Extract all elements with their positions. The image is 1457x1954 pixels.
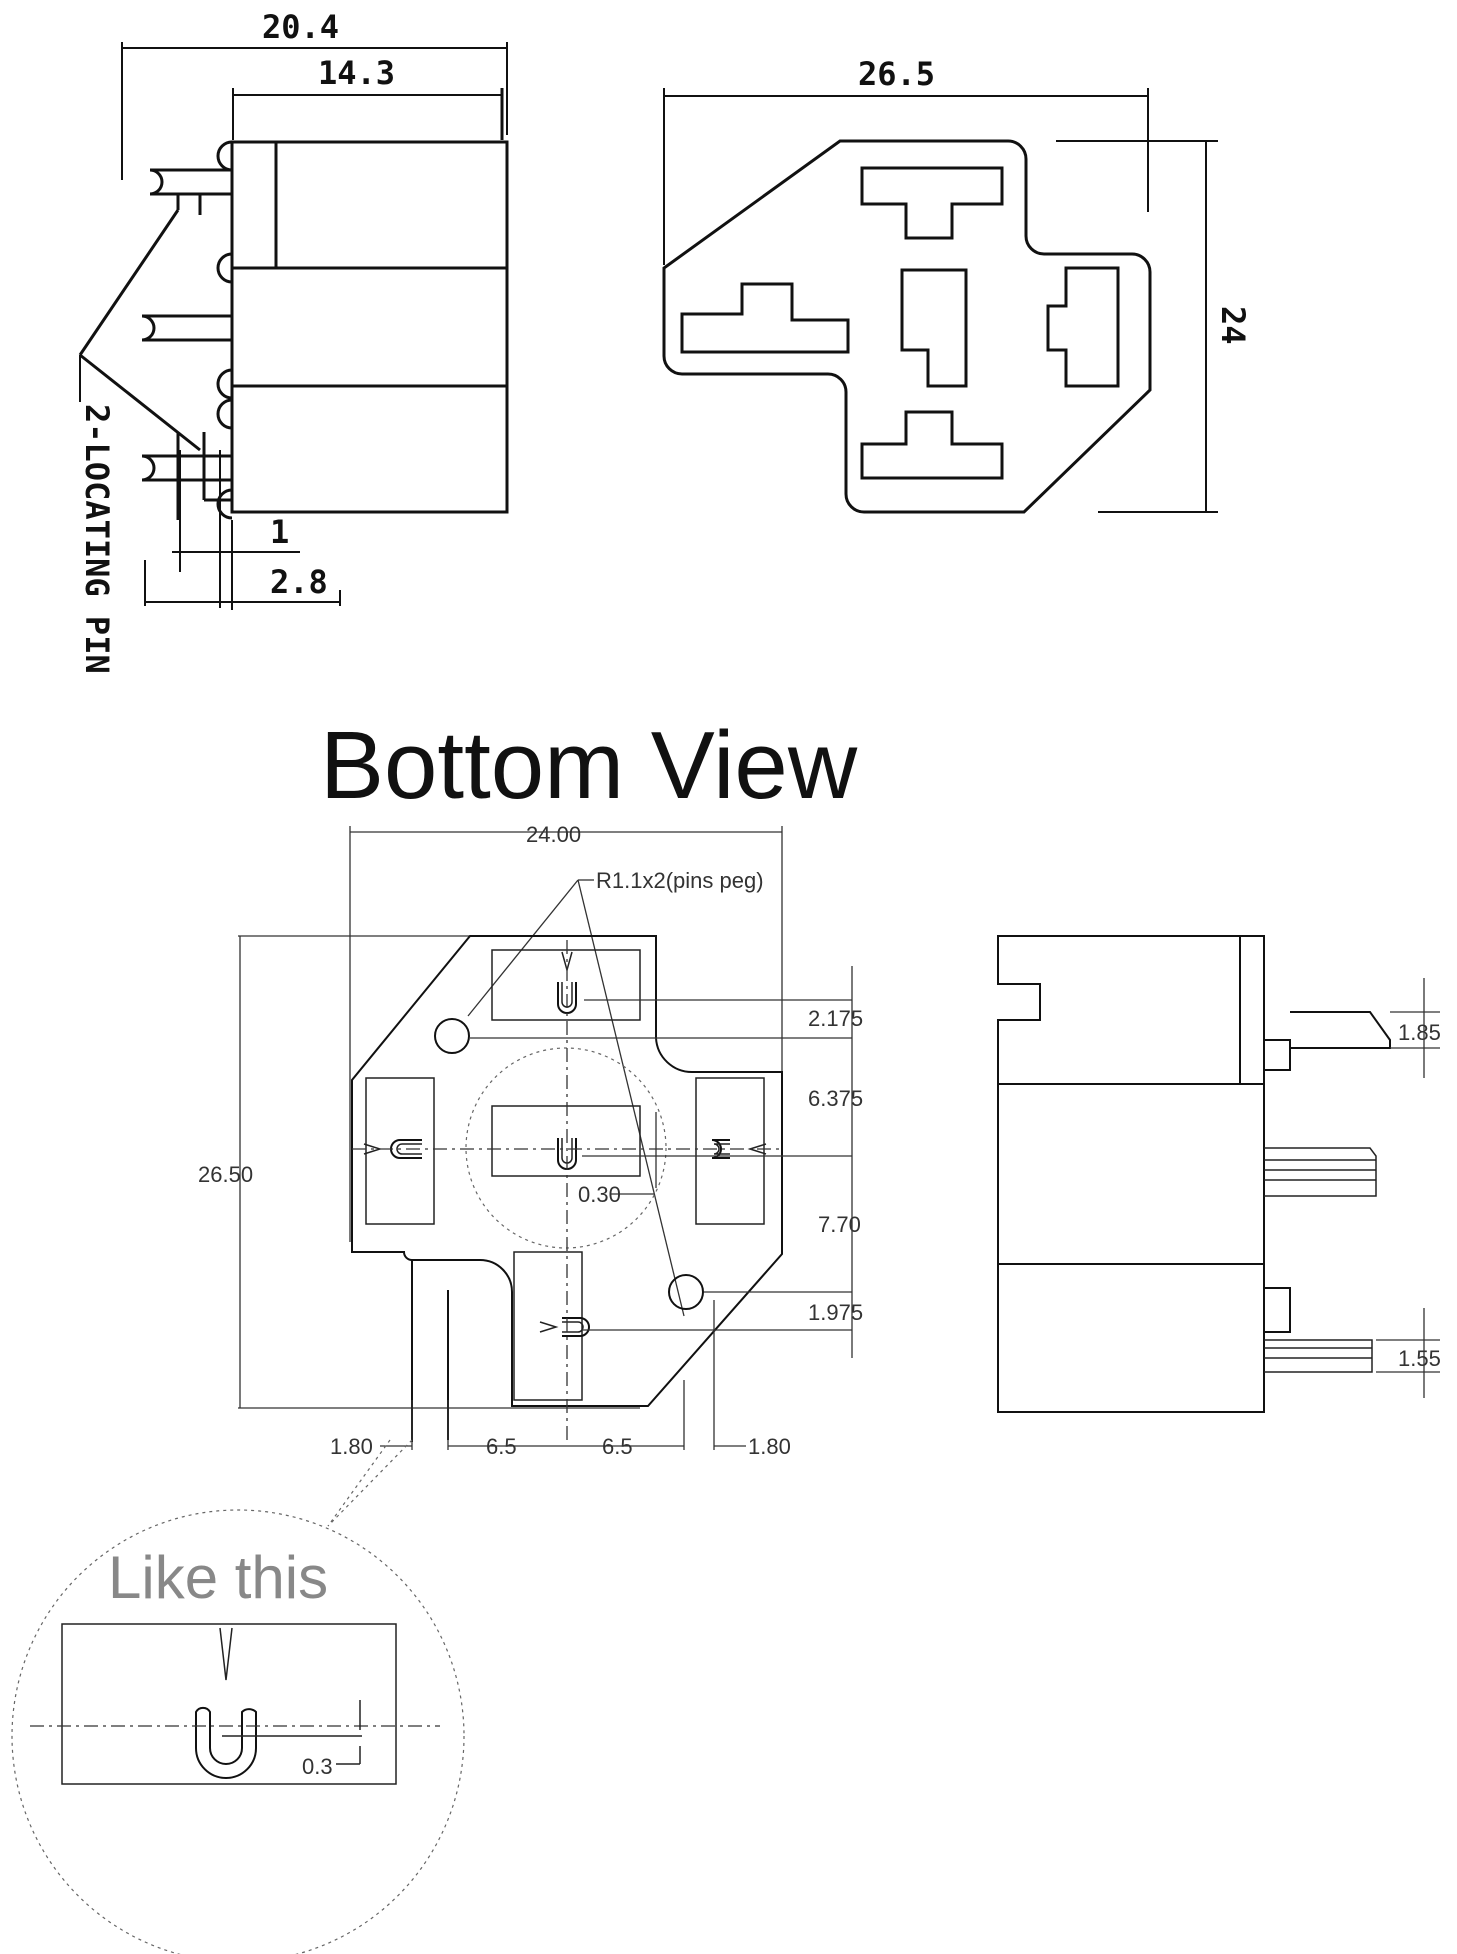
dim-26-5: 26.5: [858, 55, 935, 93]
dim-14-3: 14.3: [318, 54, 395, 92]
dim-0-3: 0.3: [302, 1754, 333, 1779]
dim-6-5-right: 6.5: [602, 1434, 633, 1459]
dim-24-00: 24.00: [526, 822, 581, 847]
dim-2-175: 2.175: [808, 1006, 863, 1031]
dim-20-4: 20.4: [262, 8, 339, 46]
dim-0-30: 0.30: [578, 1182, 621, 1207]
bottom-view-footprint: 24.00 R1.1x2(pins peg) 26.50: [198, 822, 863, 1527]
dim-26-50: 26.50: [198, 1162, 253, 1187]
locating-pin-label: 2-LOCATING PIN: [78, 404, 116, 674]
like-this-label: Like this: [108, 1544, 328, 1611]
dim-1-80-left: 1.80: [330, 1434, 373, 1459]
dim-6-5-left: 6.5: [486, 1434, 517, 1459]
detail-view: Like this 0.3: [11, 1509, 465, 1954]
dim-1-80-right: 1.80: [748, 1434, 791, 1459]
dim-7-70: 7.70: [818, 1212, 861, 1237]
dim-1-55: 1.55: [1398, 1346, 1441, 1371]
dim-6-375: 6.375: [808, 1086, 863, 1111]
dim-1-975: 1.975: [808, 1300, 863, 1325]
radius-note: R1.1x2(pins peg): [596, 868, 764, 893]
dim-1-85: 1.85: [1398, 1020, 1441, 1045]
top-view: 26.5 24: [662, 55, 1252, 514]
bottom-view-title: Bottom View: [320, 712, 858, 819]
dim-24: 24: [1214, 306, 1252, 345]
right-side-view: 1.85 1.55: [997, 935, 1441, 1413]
dim-1: 1: [270, 513, 289, 551]
side-view: 20.4 14.3: [78, 8, 509, 674]
dim-2-8: 2.8: [270, 563, 328, 601]
